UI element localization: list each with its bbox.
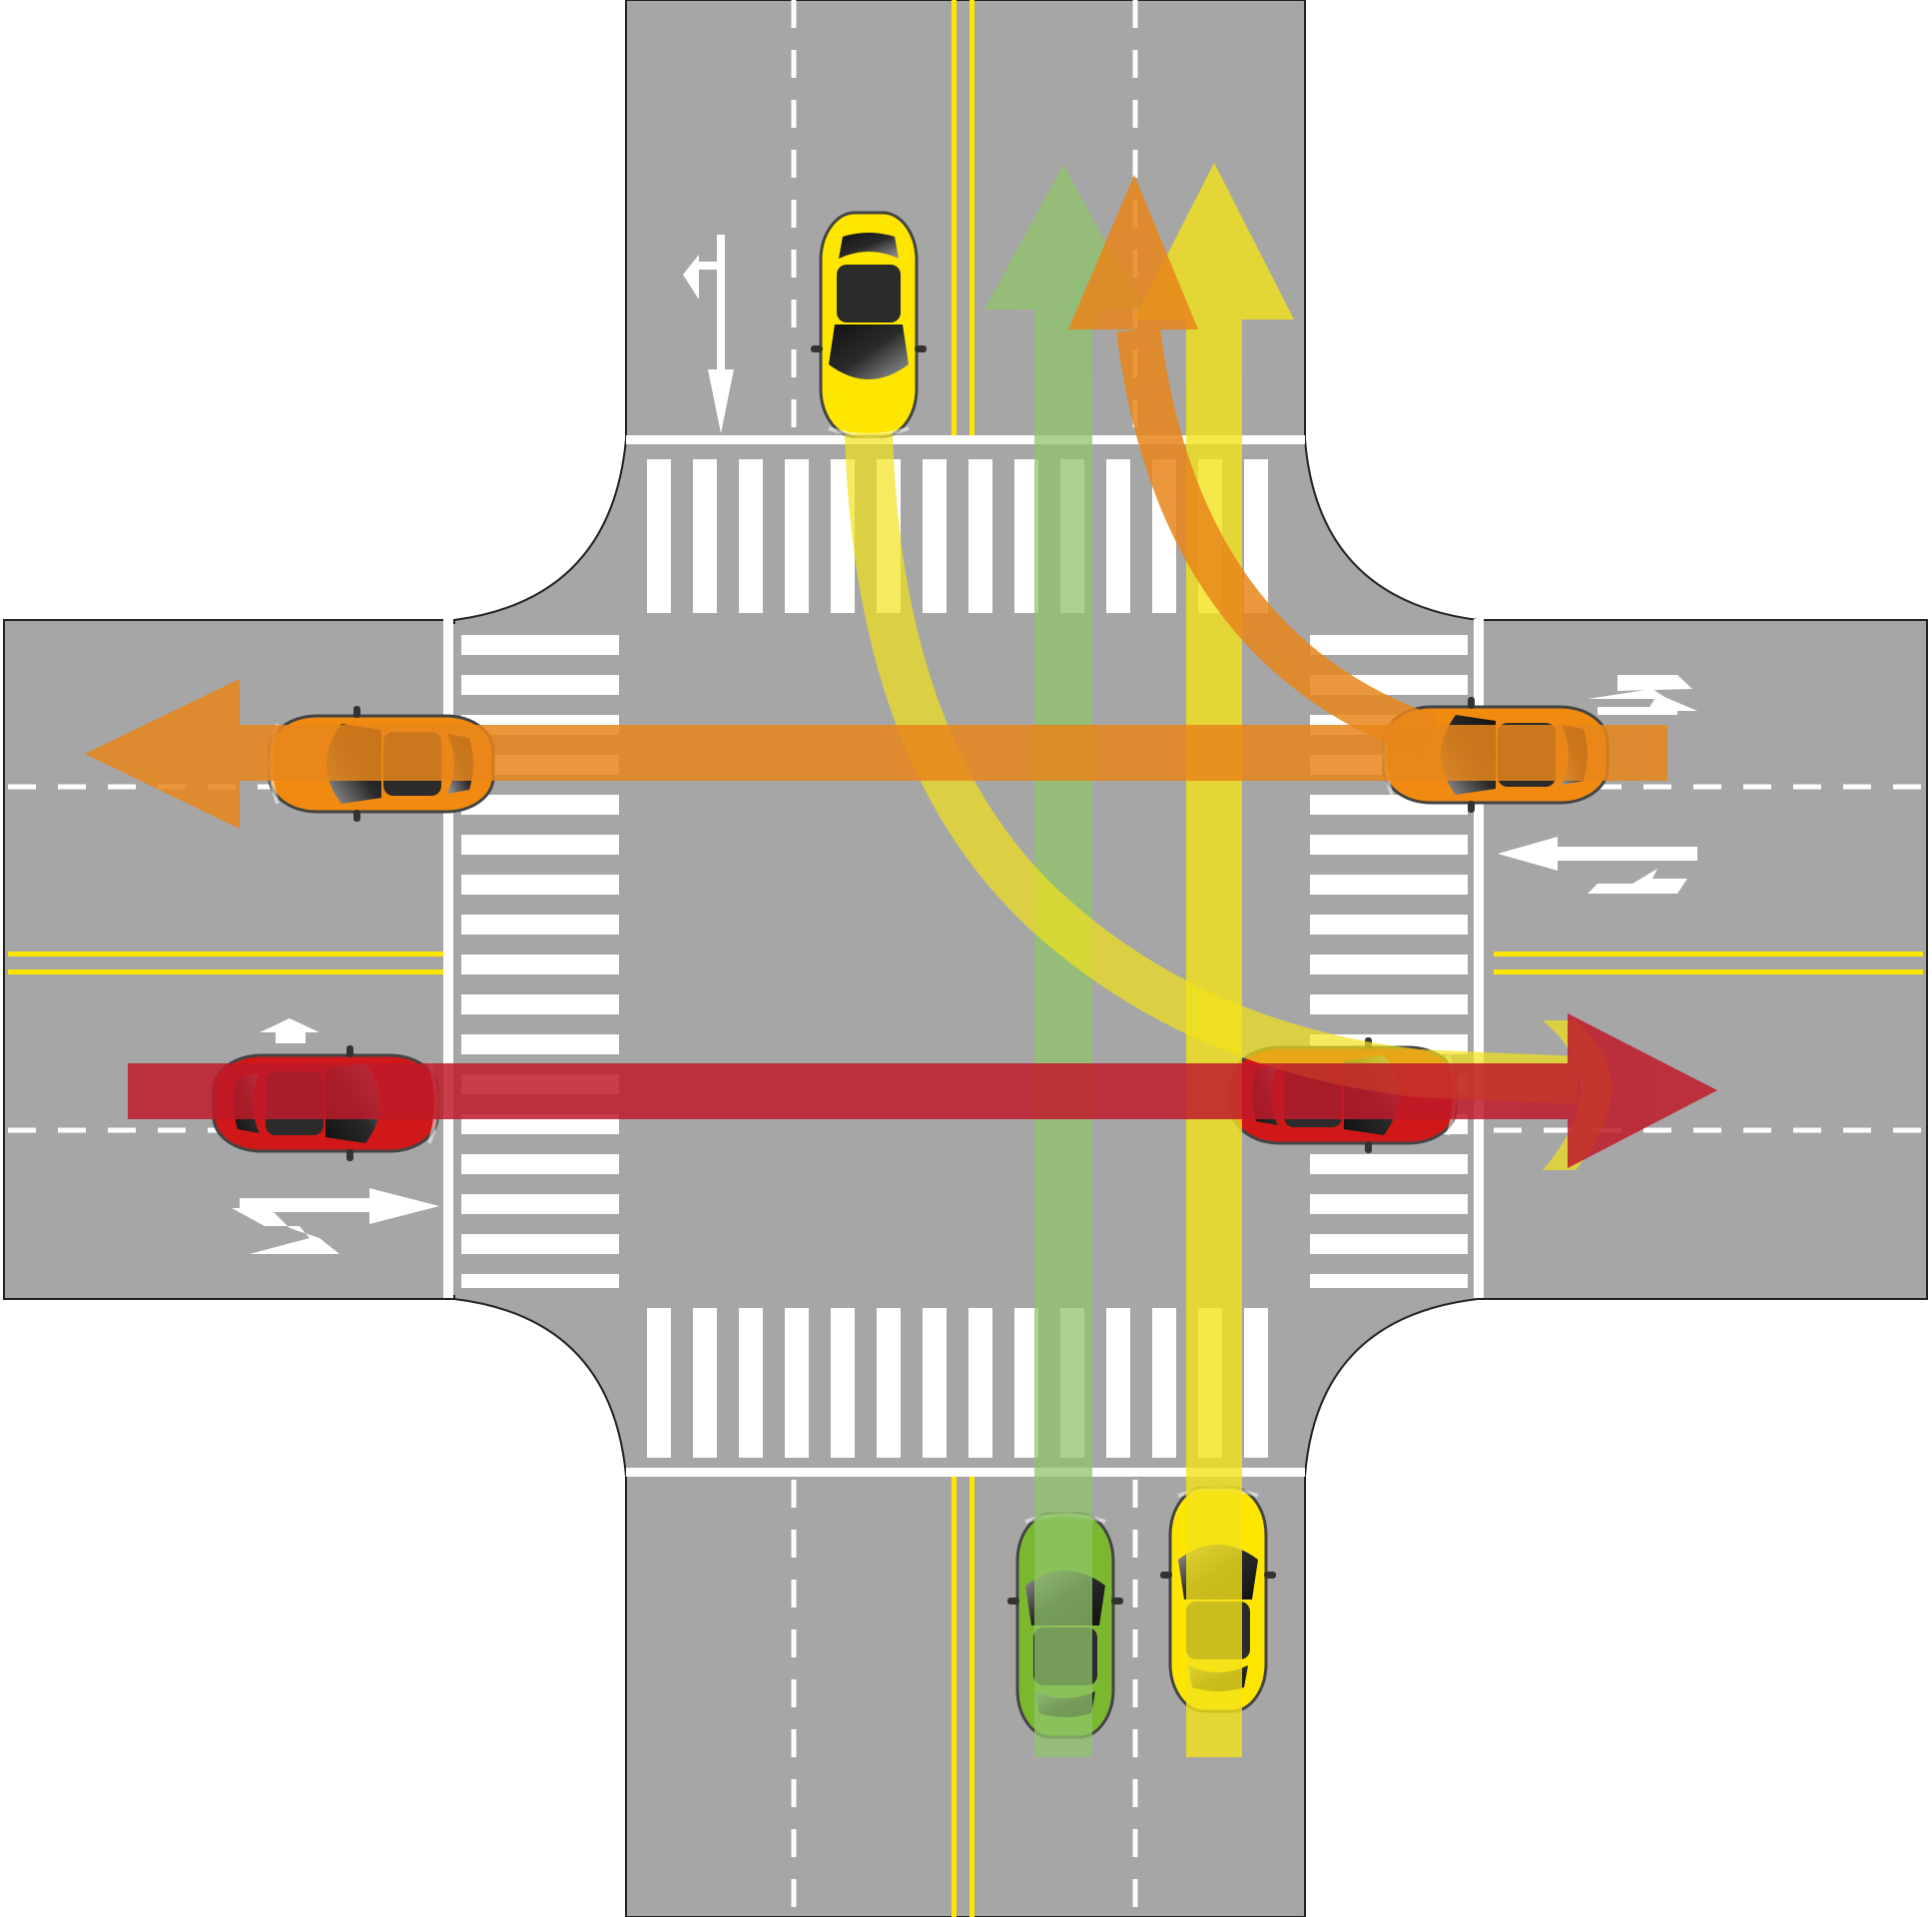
- car-north-yellow: [809, 211, 929, 438]
- center-lines: [8, 0, 1923, 1917]
- north-lane-arrow: [683, 235, 734, 433]
- east-lane-arrow-top: [1588, 675, 1697, 715]
- movement-paths: [85, 163, 1717, 1757]
- east-lane-arrow-bottom: [1498, 837, 1697, 894]
- west-lane-arrow-bottom: [232, 1188, 439, 1254]
- path-red-straight: [128, 1013, 1717, 1168]
- road-surface: [3, 0, 1928, 1917]
- path-orange-right: [1068, 175, 1438, 758]
- stop-lines: [626, 435, 1305, 1477]
- west-lane-arrow-top: [260, 1018, 320, 1043]
